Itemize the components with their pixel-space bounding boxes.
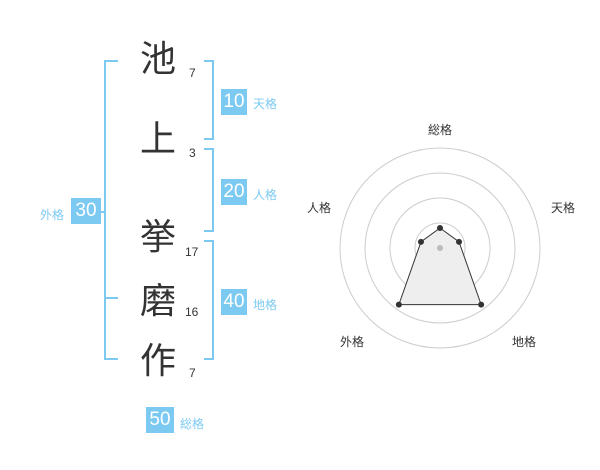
- chikaku-label: 地格: [253, 298, 278, 312]
- radar-axis-label-soukaku: 総格: [428, 122, 452, 137]
- tenkaku-badge: 10: [221, 89, 247, 115]
- radar-axis-label-tenkaku: 天格: [551, 200, 575, 215]
- radar-point: [417, 238, 424, 245]
- gaikaku-badge: 30: [71, 198, 101, 224]
- stroke-count-1: 7: [189, 66, 196, 80]
- radar-points: [395, 225, 485, 308]
- chikaku-bracket: [204, 240, 214, 360]
- radar-point: [478, 301, 485, 308]
- stroke-count-4: 16: [185, 305, 199, 319]
- tenkaku-label: 天格: [253, 97, 278, 111]
- radar-axis-label-gaikaku: 外格: [340, 334, 364, 349]
- radar-ring: [364, 172, 516, 324]
- gaikaku-bracket: [104, 60, 118, 360]
- tenkaku-bracket: [204, 60, 214, 140]
- stroke-count-2: 3: [189, 146, 196, 160]
- soukaku-label: 総格: [180, 417, 205, 431]
- name-char-1: 池: [140, 39, 177, 80]
- name-char-4: 磨: [140, 281, 177, 322]
- jinkaku-bracket: [204, 148, 214, 232]
- radar-rings: [339, 147, 541, 349]
- stroke-count-3: 17: [185, 245, 199, 259]
- gaikaku-bracket-tick: [104, 297, 118, 299]
- radar-chart: 総格 天格 地格 外格 人格: [307, 122, 575, 349]
- name-char-2: 上: [140, 119, 177, 160]
- radar-ring: [339, 147, 541, 349]
- radar-axis-label-chikaku: 地格: [512, 334, 536, 349]
- chikaku-badge: 40: [221, 289, 247, 315]
- gaikaku-bracket-connector: [96, 211, 106, 213]
- radar-axis-label-jinkaku: 人格: [307, 200, 331, 215]
- radar-polygon: [398, 227, 482, 306]
- name-char-3: 挙: [140, 217, 177, 258]
- gaikaku-label: 外格: [40, 208, 65, 222]
- radar-point: [437, 225, 443, 231]
- jinkaku-badge: 20: [221, 179, 247, 205]
- stroke-count-5: 7: [189, 366, 196, 380]
- radar-point: [456, 238, 463, 245]
- radar-point: [395, 301, 402, 308]
- soukaku-badge: 50: [146, 407, 174, 433]
- jinkaku-label: 人格: [253, 188, 278, 202]
- radar-center-dot: [437, 245, 443, 251]
- name-char-5: 作: [140, 341, 177, 382]
